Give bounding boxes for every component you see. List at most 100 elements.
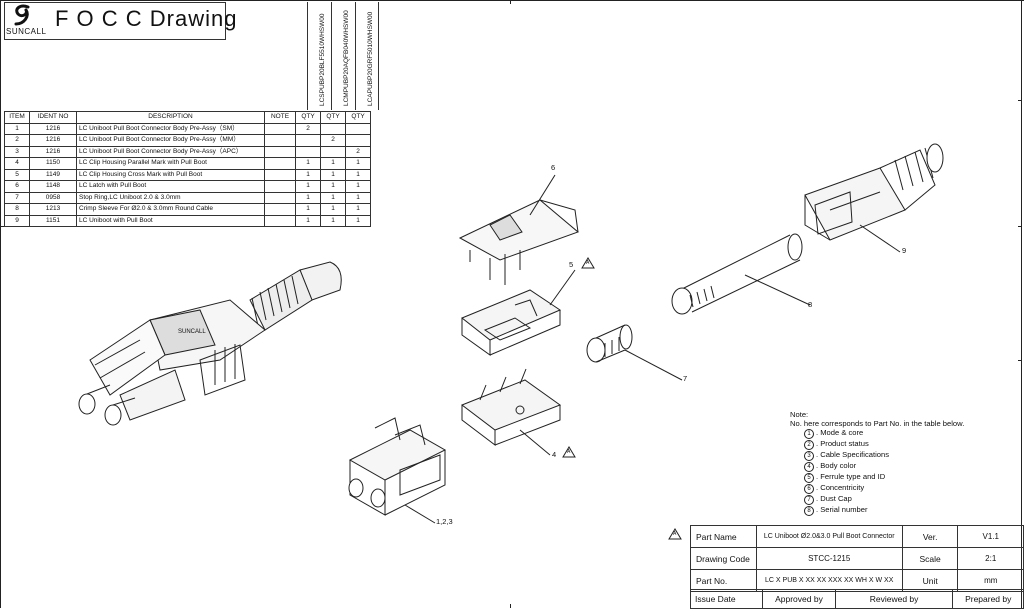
bom-cell-q2: 1 [320, 191, 346, 204]
note-item: 7. Dust Cap [790, 494, 964, 506]
bom-cell-desc: LC Uniboot Pull Boot Connector Body Pre-… [76, 145, 265, 158]
bom-cell-ident: 1151 [29, 214, 77, 227]
note-text: . Cable Specifications [816, 450, 890, 460]
connector-bodies [348, 417, 447, 516]
note-item: 1. Mode & core [790, 428, 964, 440]
bom-table: ITEM IDENT NO DESCRIPTION NOTE QTY QTY Q… [4, 111, 371, 227]
note-text: . Ferrule type and ID [816, 472, 886, 482]
callout-4: 4 [552, 450, 557, 459]
bom-cell-q3: 1 [345, 214, 371, 227]
page-title: F O C C Drawing [55, 6, 238, 31]
issue-date-label: Issue Date [689, 589, 764, 609]
scale-label: Scale [901, 547, 959, 570]
col-header: QTY [345, 111, 371, 124]
stop-ring [586, 324, 633, 363]
clip-housing-cross [461, 289, 562, 356]
note-item: 5. Ferrule type and ID [790, 472, 964, 484]
leader-line-4 [519, 429, 551, 456]
info-row: Part Name LC Uniboot Ø2.0&3.0 Pull Boot … [690, 525, 1024, 548]
frame-tick [510, 0, 511, 4]
revision-triangle [562, 446, 576, 458]
bom-cell-desc: Crimp Sleeve For Ø2.0 & 3.0mm Round Cabl… [76, 203, 265, 216]
note-item: 2. Product status [790, 439, 964, 451]
bom-cell-q3: 1 [345, 180, 371, 193]
frame-tick [1018, 100, 1022, 101]
signoff-cells: Issue Date Approved by Reviewed by Prepa… [689, 589, 1024, 609]
callout-8: 8 [808, 300, 813, 309]
uniboot [804, 143, 944, 241]
note-number: 6 [804, 484, 814, 495]
svg-text:SUNCALL: SUNCALL [178, 329, 206, 335]
part-name-label: Part Name [690, 525, 757, 548]
frame-tick [1018, 226, 1022, 227]
part-number-col-1: LCSPUBP20BLF5510WHSW00 [307, 2, 330, 110]
leader-line-6 [529, 174, 556, 216]
info-block: Part Name LC Uniboot Ø2.0&3.0 Pull Boot … [690, 525, 1024, 592]
note-number: 3 [804, 451, 814, 462]
clip-housing-parallel [460, 368, 562, 447]
bom-cell-q3: 2 [345, 145, 371, 158]
revision-mark: A [586, 260, 590, 266]
note-item: 8. Serial number [790, 505, 964, 517]
crimp-sleeve [671, 233, 803, 315]
assembled-connector: SUNCALL [78, 261, 342, 426]
callout-1-2-3: 1,2,3 [436, 517, 453, 526]
bom-cell-q3: 1 [345, 168, 371, 181]
note-number: 8 [804, 506, 814, 517]
info-row: Drawing Code STCC-1215 Scale 2:1 [690, 547, 1024, 570]
bom-cell-item: 4 [4, 157, 30, 170]
frame-left [0, 0, 1, 608]
callout-9: 9 [902, 246, 907, 255]
bom-cell-q3 [345, 122, 371, 135]
leader-line-5 [549, 269, 576, 306]
bom-cell-q3 [345, 134, 371, 147]
bom-cell-item: 8 [4, 203, 30, 216]
title-box [4, 2, 226, 40]
note-number: 2 [804, 440, 814, 451]
bom-cell-q2: 1 [320, 180, 346, 193]
note-text: . Product status [816, 439, 869, 449]
part-number-col-3: LCAPUBP20GRF5010WHSW00 [355, 2, 379, 110]
part-number-col-2: LCMPUBP20AQFB040WHSW00 [331, 2, 354, 110]
frame-right [1021, 0, 1022, 608]
frame-tick [510, 604, 511, 608]
note-number: 7 [804, 495, 814, 506]
note-text: . Body color [816, 461, 857, 471]
revision-triangle [581, 257, 595, 269]
callout-5: 5 [569, 260, 574, 269]
ver-value: V1.1 [957, 525, 1024, 548]
notes-title: Note: [790, 410, 809, 419]
callout-7: 7 [683, 374, 688, 383]
approved-by-label: Approved by [762, 589, 836, 609]
frame-tick [1018, 360, 1022, 361]
ver-label: Ver. [901, 525, 959, 548]
leader-line-9 [859, 224, 901, 253]
bom-cell-q3: 1 [345, 157, 371, 170]
leader-line-8 [744, 274, 811, 306]
part-name-value: LC Uniboot Ø2.0&3.0 Pull Boot Connector [755, 525, 903, 548]
revision-triangle [668, 528, 682, 540]
drawing-code-label: Drawing Code [690, 547, 757, 570]
note-text: . Concentricity [816, 483, 865, 493]
latch-part [458, 199, 579, 285]
prepared-by-label: Prepared by [952, 589, 1024, 609]
note-item: 4. Body color [790, 461, 964, 473]
note-text: . Mode & core [816, 428, 864, 438]
note-item: 3. Cable Specifications [790, 450, 964, 462]
bom-cell-q3: 1 [345, 191, 371, 204]
reviewed-by-label: Reviewed by [834, 589, 954, 609]
bom-cell-ident: 1216 [29, 145, 77, 158]
bom-cell-desc: LC Uniboot Pull Boot Connector Body Pre-… [76, 122, 265, 135]
info-row: Part No. LC X PUB X XX XX XXX XX WH X W … [690, 569, 1024, 592]
